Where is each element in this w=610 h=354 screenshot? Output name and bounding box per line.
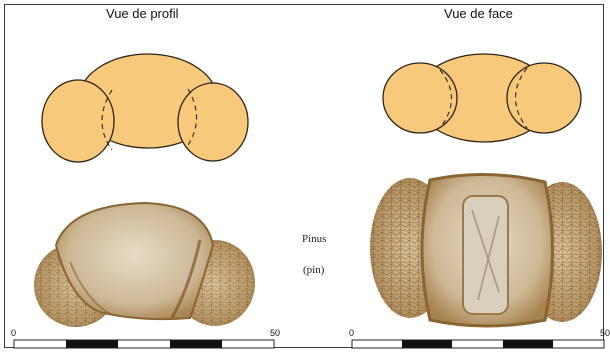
profile-micrograph [34,203,255,327]
scale-bar-right [352,340,604,348]
scale-left-end-label: 50 [270,328,280,338]
face-schematic [383,54,581,142]
scale-right-end-label: 50 [600,328,610,338]
scale-right-start-label: 0 [349,328,354,338]
specimen-genus-label: Pinus [302,233,326,245]
profile-left-sac-shape [42,80,114,162]
specimen-common-name-label: (pin) [303,264,324,276]
scale-left-start-label: 0 [11,328,16,338]
profile-schematic [42,54,248,162]
face-left-sac-shape [383,63,457,133]
profile-right-sac-shape [178,83,248,161]
scale-bar-left [14,340,274,348]
face-micrograph [370,174,602,326]
face-right-sac-shape [507,63,581,133]
